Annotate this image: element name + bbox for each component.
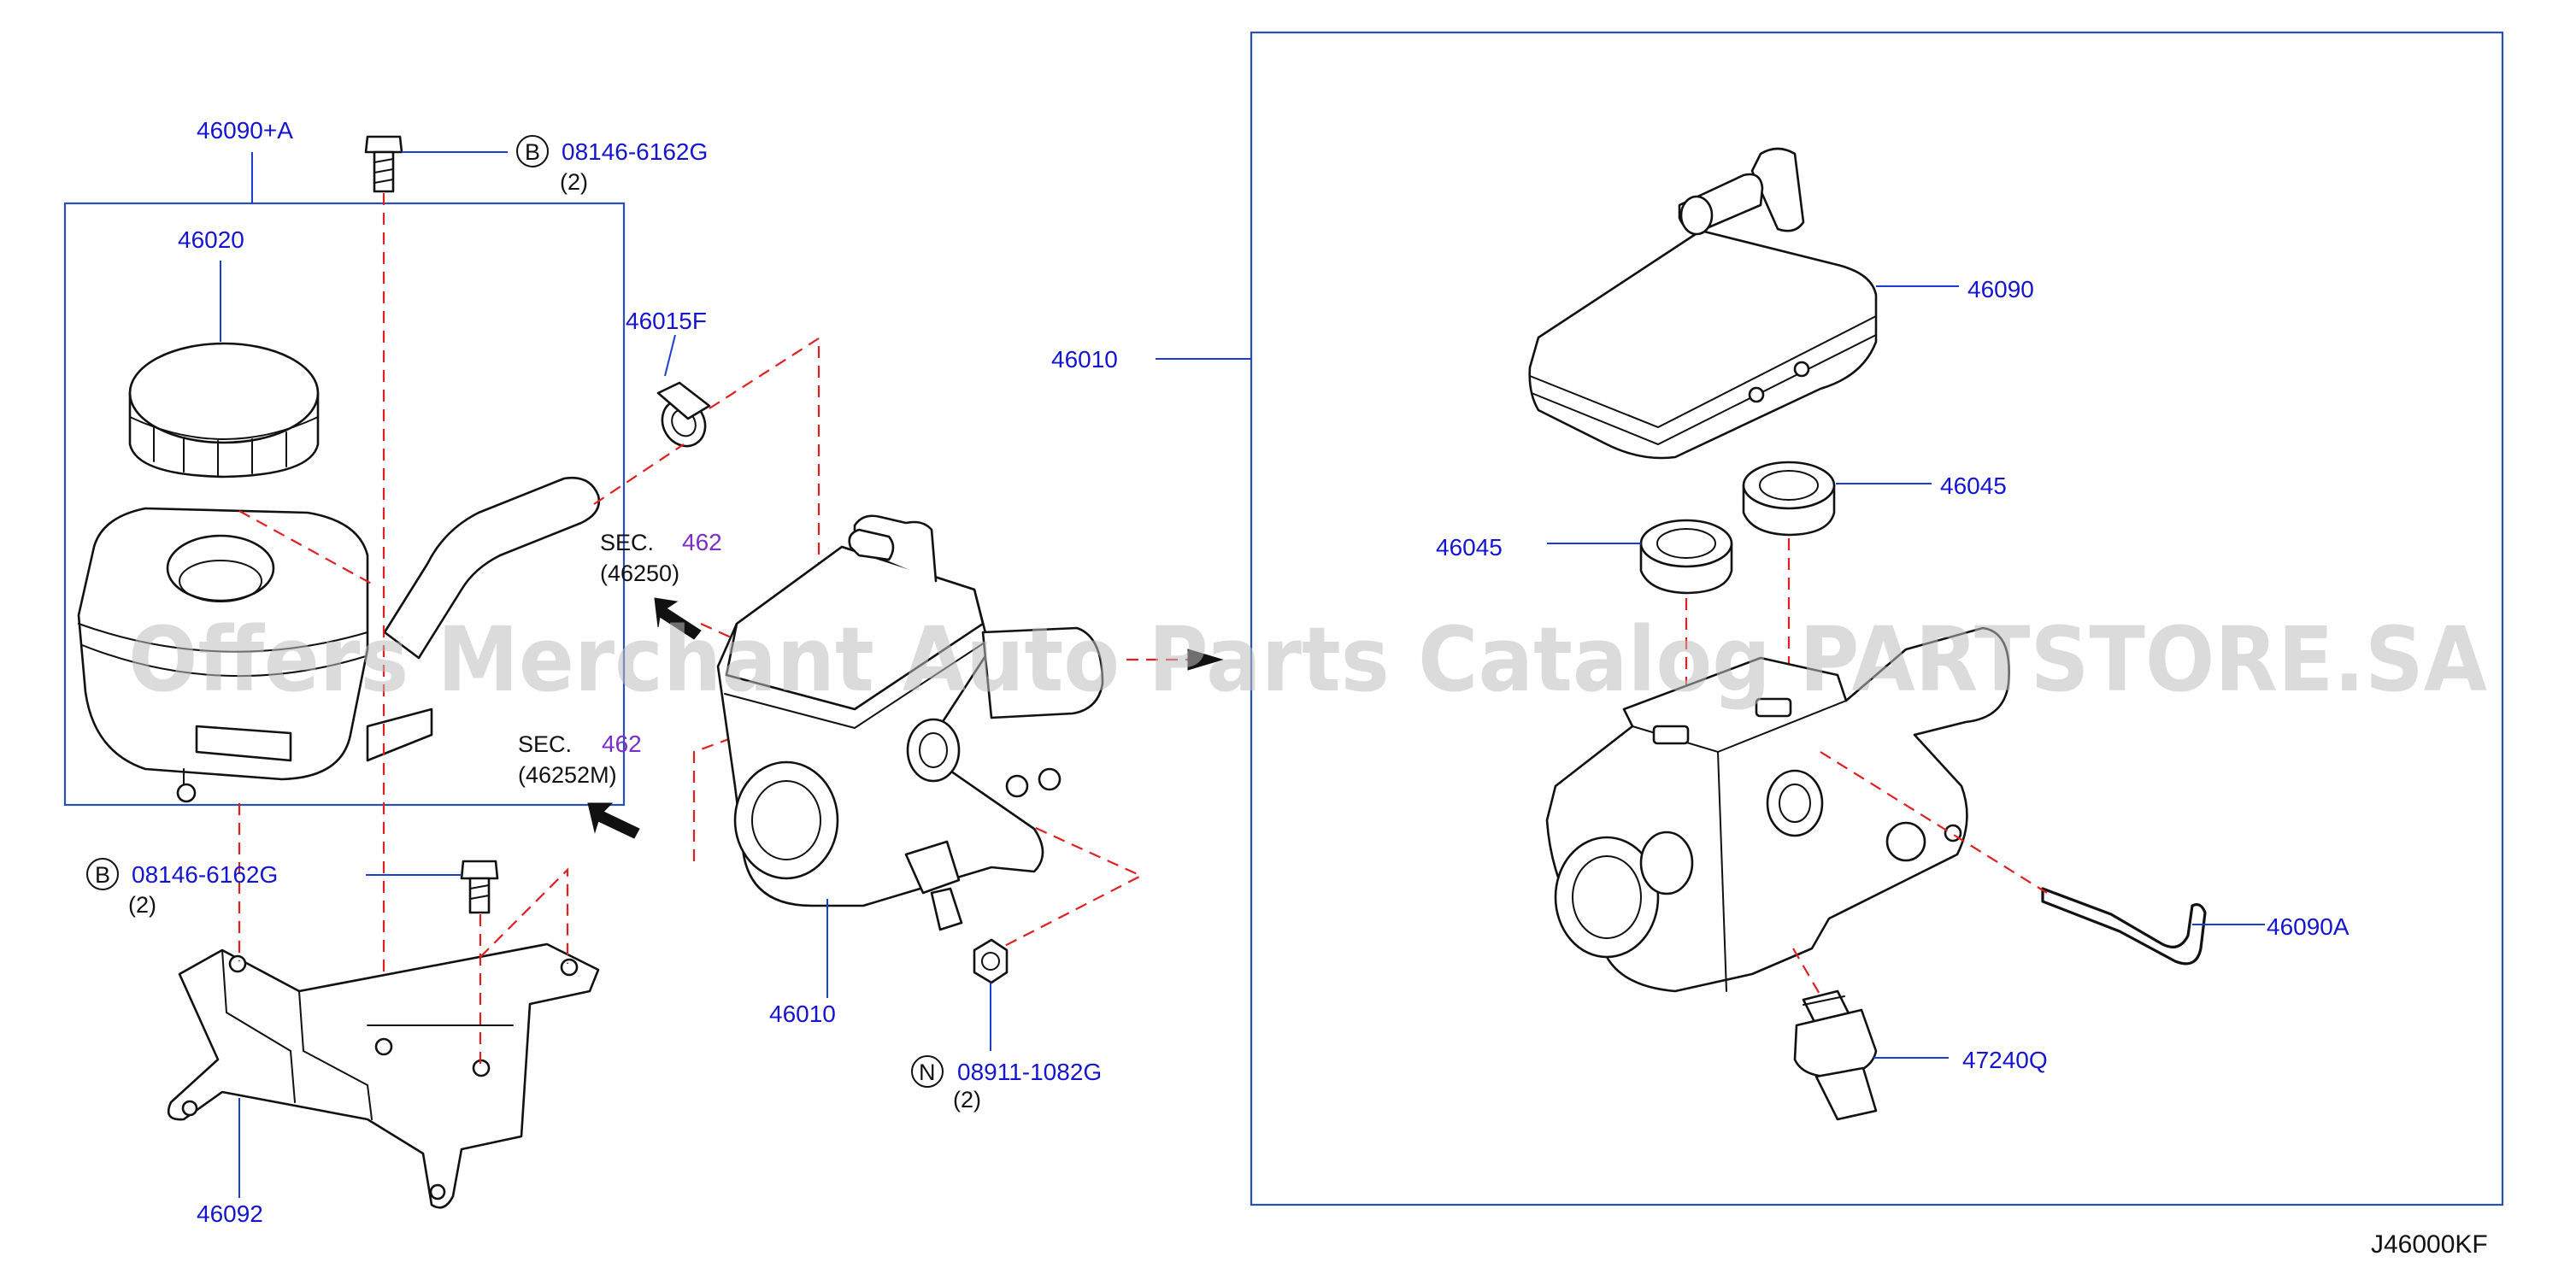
reservoir-cap [128,342,320,478]
label-46010-left[interactable]: 46010 [769,1001,836,1027]
reservoir-tank-detail [1528,147,1878,460]
label-46092[interactable]: 46092 [197,1200,263,1227]
transfer-arrow-head [1187,649,1224,671]
label-46020[interactable]: 46020 [178,226,244,253]
label-46010-right[interactable]: 46010 [1051,346,1118,373]
dash-clip [1820,751,2048,894]
label-46090[interactable]: 46090 [1967,276,2034,302]
label-46090A[interactable]: 46090A [2267,913,2350,940]
drawing-code: J46000KF [2371,1230,2488,1259]
bolt-top-qty: (2) [560,169,588,195]
detail-view-frame [1250,31,2504,1206]
label-nut[interactable]: 08911-1082G [957,1059,1102,1085]
nut-qty: (2) [953,1087,981,1112]
bolt-top-badge [516,135,549,167]
leader-46015F [664,334,676,377]
sec2-arrow [587,802,640,839]
master-cylinder-detail [1545,626,2010,993]
reservoir-assembly-frame [63,202,626,807]
sec2-label: SEC. [518,731,572,757]
label-46045-left[interactable]: 46045 [1436,534,1503,561]
dash-tank-reservoir [238,510,377,587]
hose-clamp [656,381,711,448]
grommet-right [1742,461,1836,537]
bolt-mid-badge [86,858,119,890]
dash-sensor [1792,948,1821,996]
sec1-label: SEC. [600,530,654,555]
label-46045-right[interactable]: 46045 [1940,473,2007,499]
bolt-top [364,135,403,193]
label-46015F[interactable]: 46015F [626,308,707,334]
sec1-arrow [654,597,702,640]
label-bolt-top[interactable]: 08146-6162G [562,138,708,165]
bolt-mid [460,860,499,914]
nut-letter: N [919,1060,936,1085]
pressure-sensor [1793,989,1878,1121]
sec1-ref: (46250) [600,561,679,586]
label-46090A-plus[interactable]: 46090+A [197,117,293,144]
nut-badge [911,1055,944,1088]
nut [973,938,1009,984]
dash-clamp-master [709,336,820,564]
dash-hose-clamp [593,443,685,505]
sec2-number[interactable]: 462 [602,731,642,757]
sec1-number[interactable]: 462 [682,529,722,555]
retaining-clip [2041,887,2207,966]
bolt-mid-qty: (2) [128,892,156,918]
bolt-mid-letter: B [95,862,110,888]
label-bolt-mid[interactable]: 08146-6162G [132,861,278,888]
sec2-ref: (46252M) [518,762,617,788]
grommet-left [1639,519,1733,595]
master-cylinder-assembled [716,514,1104,931]
dash-bracket-triangle [479,867,569,964]
reservoir-tank [77,476,601,803]
reservoir-bracket [167,942,600,1209]
label-47240Q[interactable]: 47240Q [1962,1047,2048,1073]
bolt-top-letter: B [525,139,540,165]
watermark: Offers Merchant Auto Parts Catalog PARTS… [128,608,2487,712]
dash-nut [991,810,1144,954]
